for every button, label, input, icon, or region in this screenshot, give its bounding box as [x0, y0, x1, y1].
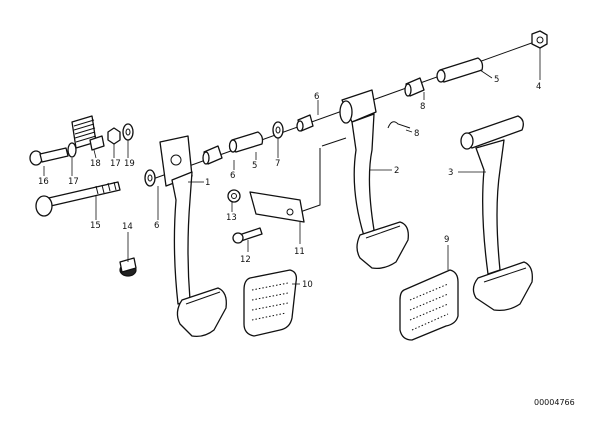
callout-8-clip: 8 — [414, 129, 419, 139]
clip-8 — [387, 121, 411, 129]
callout-11: 11 — [294, 247, 305, 257]
pedal-pad-9 — [399, 269, 459, 341]
callout-9: 9 — [444, 235, 449, 245]
callout-6-top: 6 — [314, 92, 319, 102]
sleeve-5-right — [436, 57, 484, 83]
washer-7 — [272, 121, 284, 139]
callout-18: 18 — [90, 159, 101, 169]
callout-5-left: 5 — [252, 161, 257, 171]
callout-17-nut: 17 — [110, 159, 121, 169]
bolt-16 — [29, 147, 69, 166]
callout-4: 4 — [536, 82, 541, 92]
callout-5: 5 — [494, 75, 499, 85]
callout-3: 3 — [448, 168, 453, 178]
callout-6: 6 — [230, 171, 235, 181]
nut-4 — [531, 30, 548, 49]
bushing-8-mid — [296, 114, 314, 132]
bolt-15 — [35, 181, 121, 217]
nut-13 — [227, 189, 241, 203]
bushing-8-right — [404, 77, 425, 97]
callout-10: 10 — [302, 280, 313, 290]
callout-9-left: 6 — [154, 221, 159, 231]
linkage-rod — [299, 148, 321, 213]
callout-13: 13 — [226, 213, 237, 223]
callout-8: 8 — [420, 102, 425, 112]
washer-9-left — [144, 169, 156, 187]
bushing-18 — [89, 135, 105, 151]
sleeve-5-left — [228, 131, 264, 153]
diagram-code: 00004766 — [534, 398, 575, 407]
stop-14 — [119, 257, 137, 277]
callout-14: 14 — [122, 222, 133, 232]
screw-12 — [232, 227, 263, 244]
callout-2: 2 — [394, 166, 399, 176]
callout-7: 7 — [275, 159, 280, 169]
callout-16: 16 — [38, 177, 49, 187]
linkage-rod-top — [321, 137, 347, 147]
nut-17 — [107, 127, 121, 145]
pedal-2 — [339, 89, 409, 270]
leader-lines — [43, 48, 541, 285]
callout-12: 12 — [240, 255, 251, 265]
pedal-1 — [159, 135, 227, 338]
washer-19 — [122, 123, 134, 141]
callout-15: 15 — [90, 221, 101, 231]
bracket-11 — [249, 191, 305, 223]
callouts: 4 5 8 2 3 9 10 11 12 13 14 15 6 1 6 5 7 … — [38, 75, 541, 290]
pedal-pad-10 — [243, 269, 298, 337]
callout-19: 19 — [124, 159, 135, 169]
callout-1: 1 — [205, 178, 210, 188]
bushing-6 — [202, 145, 223, 165]
washer-17 — [67, 142, 77, 158]
callout-17: 17 — [68, 177, 79, 187]
pedal-3 — [460, 115, 533, 312]
